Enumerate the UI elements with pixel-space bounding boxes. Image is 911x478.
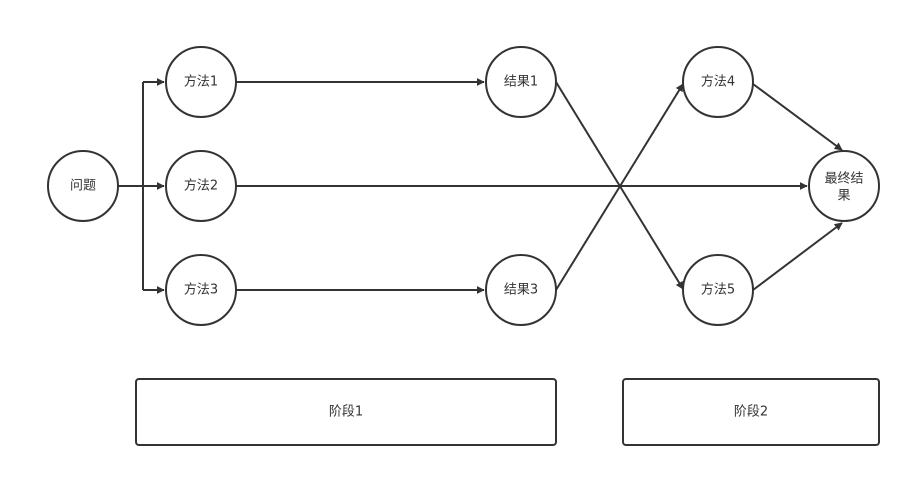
stage1-box: 阶段1	[135, 378, 557, 446]
node-result3: 结果3	[485, 254, 557, 326]
node-method5: 方法5	[682, 254, 754, 326]
node-method3: 方法3	[165, 254, 237, 326]
node-method1: 方法1	[165, 46, 237, 118]
node-method2: 方法2	[165, 150, 237, 222]
node-method1-label: 方法1	[184, 74, 218, 90]
stage2-label: 阶段2	[734, 405, 768, 420]
node-result3-label: 结果3	[504, 283, 538, 298]
edge-method5-final	[752, 222, 843, 291]
node-problem: 问题	[47, 150, 119, 222]
node-method4-label: 方法4	[701, 74, 735, 90]
node-method5-label: 方法5	[701, 282, 735, 298]
node-final-result: 最终结 果	[808, 150, 880, 222]
stage2-box: 阶段2	[622, 378, 880, 446]
node-method4: 方法4	[682, 46, 754, 118]
node-final-label-line1: 最终结	[824, 171, 863, 187]
edge-result3-method4	[555, 83, 684, 291]
node-final-label-line2: 果	[837, 189, 850, 204]
node-method3-label: 方法3	[184, 282, 218, 298]
edge-method4-final	[752, 83, 843, 151]
node-result1-label: 结果1	[504, 75, 538, 90]
stage1-label: 阶段1	[329, 405, 363, 420]
node-result1: 结果1	[485, 46, 557, 118]
node-problem-label: 问题	[70, 179, 96, 194]
node-method2-label: 方法2	[184, 178, 218, 194]
